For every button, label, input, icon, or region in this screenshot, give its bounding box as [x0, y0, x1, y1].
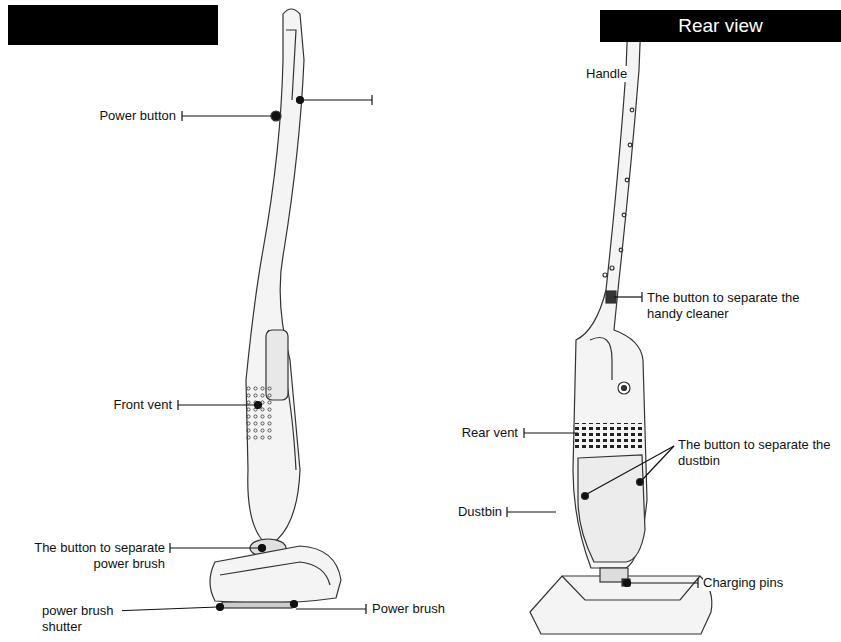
part-label: The button to separate power brush	[15, 540, 165, 572]
front-vacuum	[210, 9, 341, 608]
part-label: power brush shutter	[42, 603, 122, 635]
part-label: The button to separate the handy cleaner	[647, 290, 832, 322]
part-label: Power brush	[372, 601, 445, 617]
part-label: Power button	[99, 108, 176, 124]
part-label: Charging pins	[703, 575, 783, 591]
leader-lines	[507, 292, 698, 588]
rear-vacuum	[530, 14, 712, 634]
part-label: Rear vent	[462, 425, 518, 441]
part-label: The button to separate the dustbin	[678, 437, 833, 469]
title-box	[8, 5, 218, 45]
part-label: Handle	[586, 66, 627, 82]
part-label: Dustbin	[458, 504, 502, 520]
view-title: Rear view	[678, 15, 762, 37]
title-band: Rear view	[600, 10, 841, 42]
leader-lines	[112, 95, 372, 616]
part-label: Front vent	[113, 397, 172, 413]
